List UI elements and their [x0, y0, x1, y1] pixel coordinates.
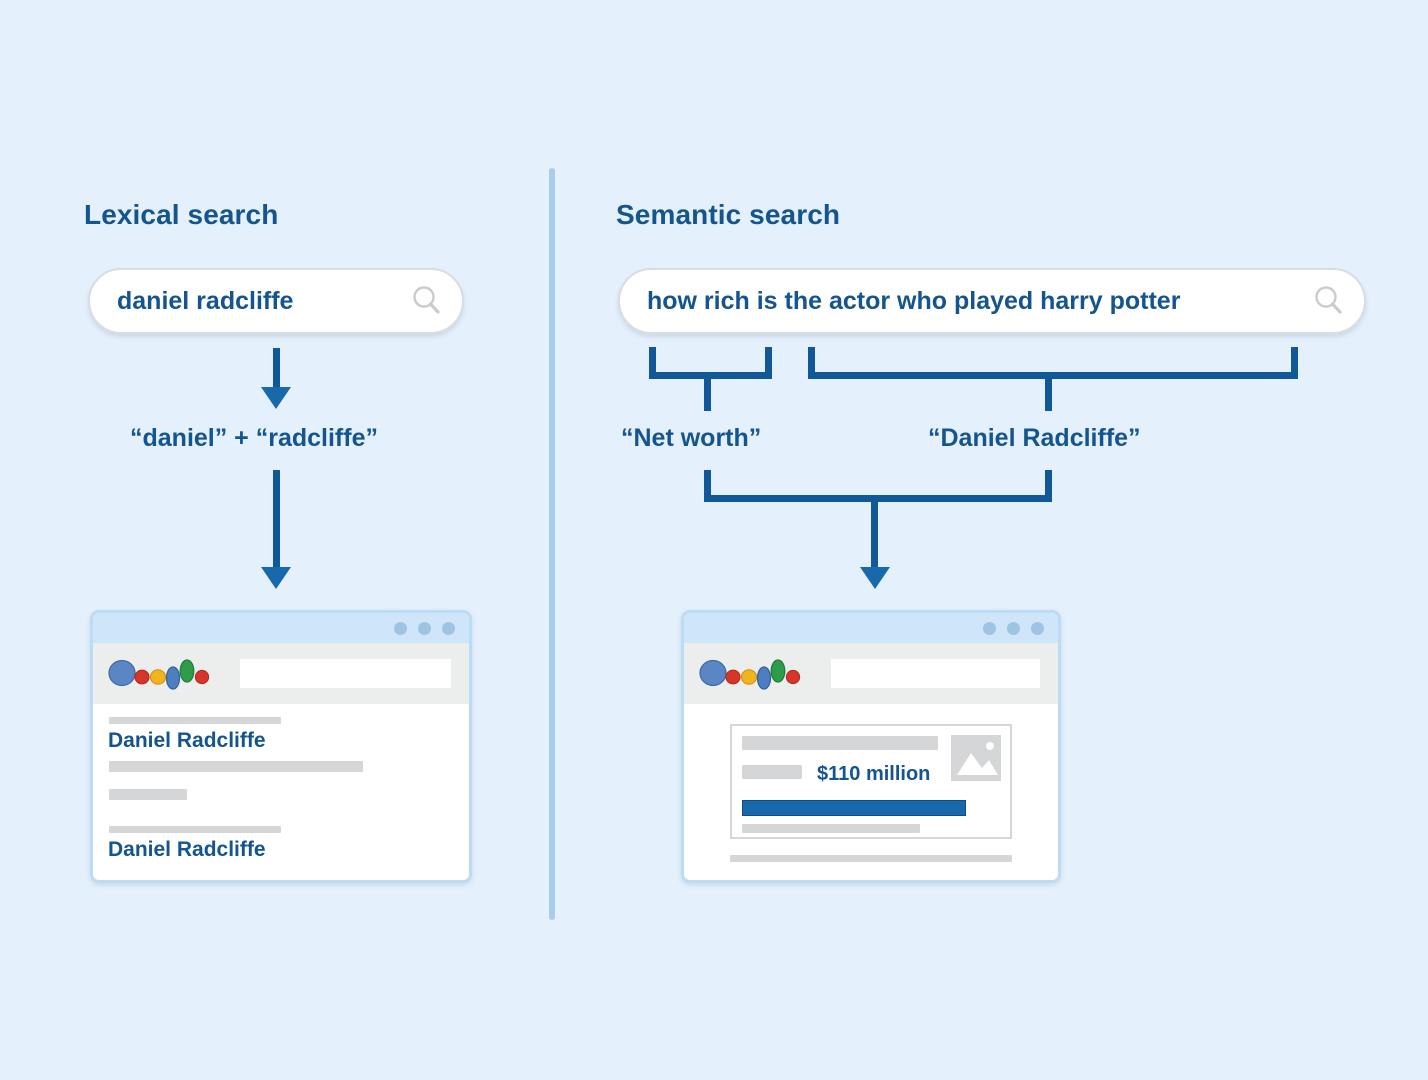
lexical-search-heading: Lexical search: [84, 199, 279, 230]
lexical-search-input[interactable]: daniel radcliffe: [117, 286, 294, 315]
bracket-a-left-arm: [649, 347, 656, 379]
browser-toolbar: [93, 643, 469, 704]
result-title-link[interactable]: Daniel Radcliffe: [108, 838, 266, 861]
bracket-b-span: [808, 372, 1298, 379]
bracket-a-drop: [704, 372, 711, 411]
merge-bracket-span: [704, 495, 1052, 502]
window-dot-icon[interactable]: [442, 621, 455, 635]
window-dot-icon[interactable]: [1031, 621, 1044, 635]
lexical-arrow-1-head: [261, 387, 291, 409]
kp-heading-bar: [742, 736, 938, 750]
merge-bracket-right-arm: [1045, 470, 1052, 502]
browser-url-input[interactable]: [240, 659, 451, 688]
lexical-arrow-1-shaft: [273, 348, 280, 394]
window-dot-icon[interactable]: [418, 621, 431, 635]
search-icon[interactable]: [1312, 284, 1346, 318]
browser-page-content: Daniel Radcliffe Daniel Radcliffe: [93, 704, 469, 880]
window-dot-icon[interactable]: [983, 621, 996, 635]
kp-label-bar: [742, 765, 802, 779]
semantic-results-browser[interactable]: $110 million: [681, 610, 1061, 883]
knowledge-panel[interactable]: $110 million: [730, 724, 1012, 839]
semantic-arrow-head: [860, 567, 890, 589]
google-logo-icon: [108, 658, 210, 690]
browser-url-input[interactable]: [831, 659, 1040, 688]
browser-titlebar: [684, 613, 1058, 643]
lexical-arrow-2-head: [261, 567, 291, 589]
result-title-link[interactable]: Daniel Radcliffe: [108, 729, 266, 752]
google-logo-icon: [699, 658, 801, 690]
result-snippet-bar: [109, 717, 281, 724]
browser-toolbar: [684, 643, 1058, 704]
result-snippet-bar: [109, 826, 281, 833]
bracket-b-left-arm: [808, 347, 815, 379]
browser-titlebar: [93, 613, 469, 643]
browser-page-content: $110 million: [684, 704, 1058, 880]
kp-net-worth-value: $110 million: [817, 763, 931, 785]
lexical-results-browser[interactable]: Daniel Radcliffe Daniel Radcliffe: [90, 610, 472, 883]
vertical-divider: [549, 168, 555, 920]
semantic-arrow-shaft: [871, 495, 878, 574]
lexical-search-bar[interactable]: daniel radcliffe: [88, 268, 464, 334]
entity-label-net-worth: “Net worth”: [621, 424, 762, 452]
result-snippet-bar: [109, 761, 363, 772]
semantic-search-heading: Semantic search: [616, 199, 841, 230]
semantic-search-bar[interactable]: how rich is the actor who played harry p…: [618, 268, 1366, 334]
kp-footer-bar: [742, 824, 920, 833]
result-snippet-bar: [109, 789, 187, 800]
image-placeholder-icon: [951, 735, 1001, 781]
lexical-tokens-label: “daniel” + “radcliffe”: [130, 424, 378, 452]
entity-label-daniel-radcliffe: “Daniel Radcliffe”: [928, 424, 1141, 452]
merge-bracket-left-arm: [704, 470, 711, 502]
bracket-b-drop: [1045, 372, 1052, 411]
window-dot-icon[interactable]: [1007, 621, 1020, 635]
page-footer-bar: [730, 855, 1012, 862]
lexical-arrow-2-shaft: [273, 470, 280, 574]
bracket-a-right-arm: [765, 347, 772, 379]
kp-highlight-bar: [742, 800, 966, 816]
bracket-b-right-arm: [1291, 347, 1298, 379]
window-dot-icon[interactable]: [394, 621, 407, 635]
semantic-search-input[interactable]: how rich is the actor who played harry p…: [647, 286, 1181, 315]
search-icon[interactable]: [410, 284, 444, 318]
